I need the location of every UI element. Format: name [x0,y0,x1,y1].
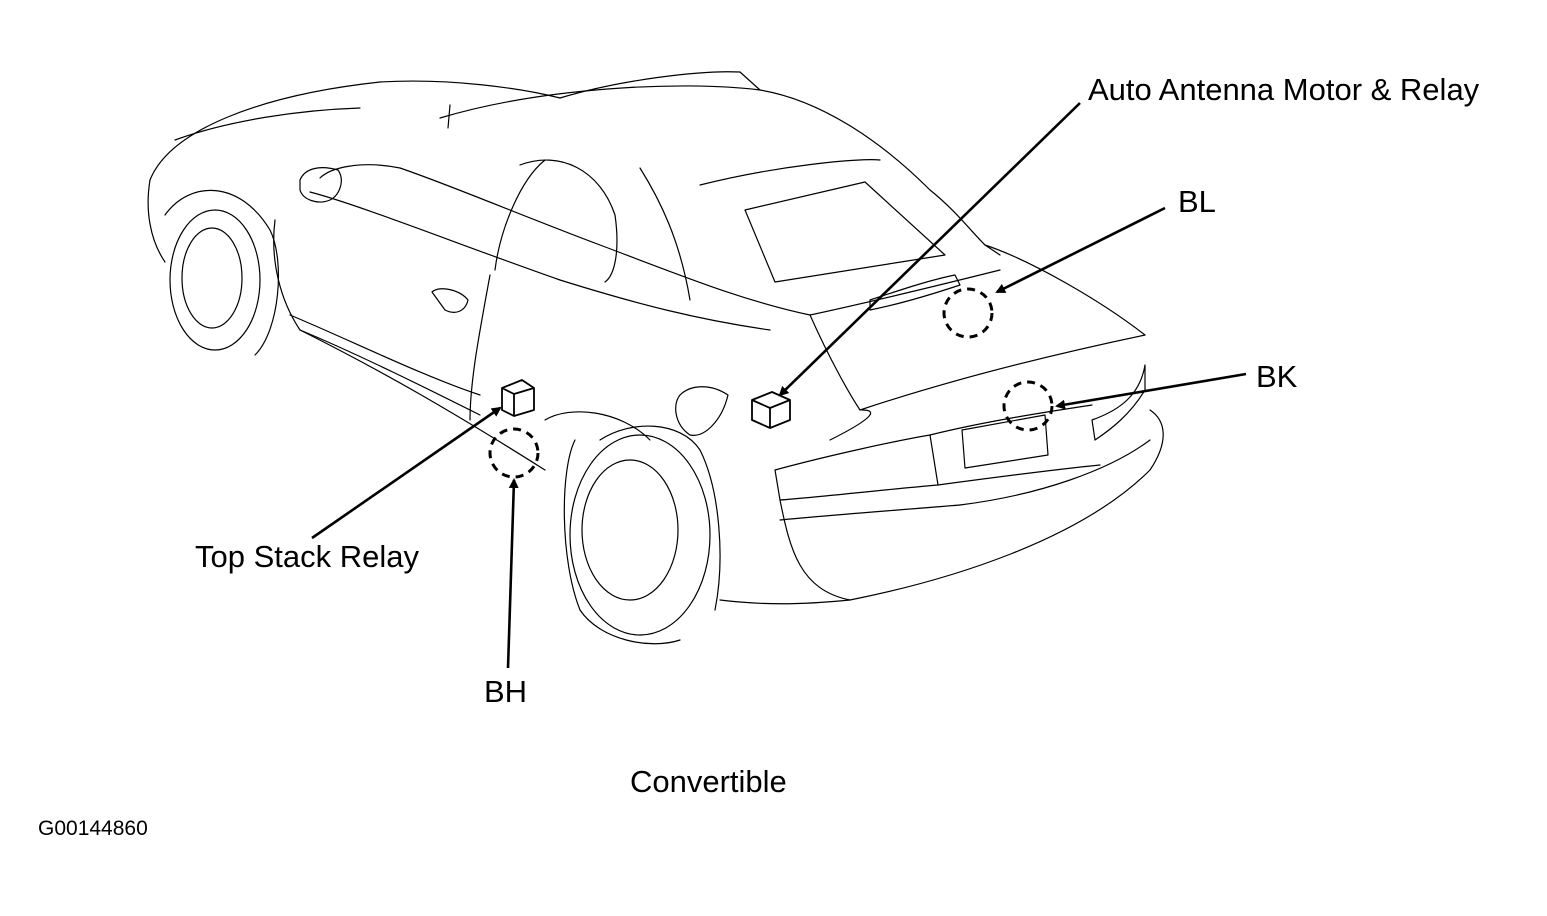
callout-top-stack-relay: Top Stack Relay [195,539,419,574]
location-circle-bh [488,427,540,479]
component-top-stack-relay [501,379,535,417]
arrow-bh [506,478,519,669]
callout-bl: BL [1178,184,1216,219]
arrow-bl [995,206,1166,294]
callout-bk: BK [1256,359,1298,394]
diagram-caption: Convertible [630,764,787,799]
arrow-bk [1055,372,1247,410]
car-body [147,71,1164,645]
location-circle-bk [1002,380,1054,432]
arrow-auto-antenna [778,102,1081,397]
figure-id: G00144860 [38,817,148,840]
location-circle-bl [942,287,994,339]
component-auto-antenna-relay [751,391,791,429]
callout-bh: BH [484,674,528,709]
callout-auto-antenna-motor-relay: Auto Antenna Motor & Relay [1088,72,1480,107]
arrow-top-stack [311,406,502,540]
